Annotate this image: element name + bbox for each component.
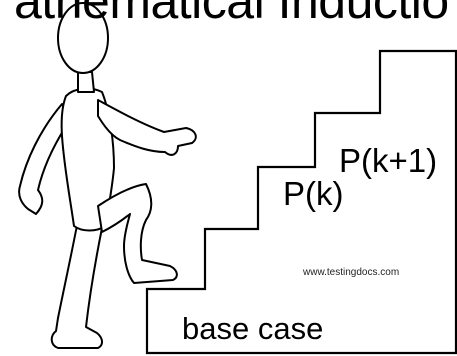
step-label-k-plus-1: P(k+1) bbox=[339, 142, 438, 179]
watermark-text: www.testingdocs.com bbox=[303, 267, 400, 278]
head bbox=[57, 2, 109, 74]
neck bbox=[77, 71, 95, 93]
back-arm bbox=[18, 103, 71, 215]
front-arm bbox=[97, 99, 197, 156]
front-leg bbox=[97, 183, 178, 284]
person-figure bbox=[18, 2, 197, 349]
step-label-k: P(k) bbox=[283, 175, 344, 212]
step-label-base-case: base case bbox=[182, 311, 324, 346]
diagram-title: athematical Inductio bbox=[14, 0, 449, 29]
back-leg bbox=[50, 219, 103, 349]
staircase bbox=[145, 49, 457, 355]
